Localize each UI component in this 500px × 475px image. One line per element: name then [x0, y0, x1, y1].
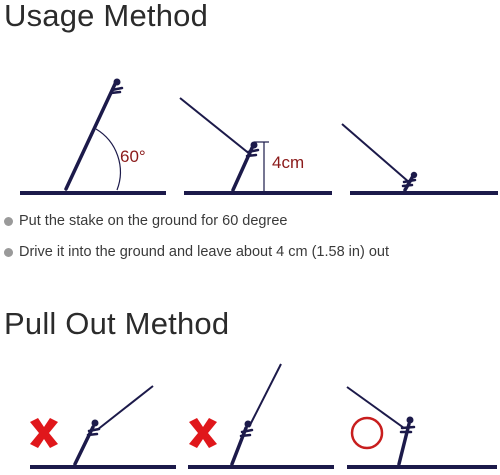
instruction-text: Put the stake on the ground for 60 degre…	[19, 213, 288, 229]
bullet-dot-icon	[4, 247, 13, 257]
stake-shaft	[231, 146, 254, 192]
ground-bar	[188, 465, 334, 469]
stake-shaft	[230, 426, 248, 466]
angle-arc	[95, 128, 121, 191]
stake-hook	[245, 148, 260, 158]
stake-hook	[86, 427, 101, 437]
bullet-dot-icon	[4, 216, 13, 226]
cross-mark-icon	[189, 418, 217, 448]
guy-line	[346, 386, 405, 429]
stake-hook	[250, 141, 258, 149]
stake-shaft	[73, 425, 95, 466]
guy-line	[179, 97, 252, 156]
stake-hook	[239, 428, 254, 438]
stake-shaft	[403, 174, 415, 192]
ground-bar	[20, 191, 166, 195]
stake-shaft	[397, 422, 411, 466]
stake-hook	[406, 416, 414, 424]
angle-label: 60°	[120, 147, 146, 166]
stake-shaft	[64, 82, 117, 191]
stake-hook	[401, 178, 417, 188]
usage-step-3-panel	[341, 123, 498, 195]
pull-out-wrong-panel-1	[30, 385, 176, 469]
height-label: 4cm	[272, 153, 304, 172]
stake-hook	[91, 419, 99, 427]
ground-bar	[184, 191, 332, 195]
usage-method-title: Usage Method	[4, 0, 209, 33]
pull-out-method-diagram	[30, 363, 497, 469]
guy-line	[248, 363, 282, 428]
cross-mark-icon	[30, 418, 58, 448]
pull-out-method-title: Pull Out Method	[4, 306, 230, 341]
pull-out-wrong-panel-2	[188, 363, 334, 469]
usage-step-2-panel: 4cm	[179, 97, 332, 195]
guy-line	[341, 123, 411, 184]
circle-mark-icon	[350, 416, 384, 450]
ground-bar	[347, 465, 497, 469]
instruction-bullet: Put the stake on the ground for 60 degre…	[4, 213, 287, 229]
pull-out-correct-panel	[346, 386, 497, 469]
stake-hook	[109, 86, 124, 95]
guy-line	[96, 385, 154, 431]
ground-bar	[30, 465, 176, 469]
ground-bar	[350, 191, 498, 195]
instruction-text: Drive it into the ground and leave about…	[19, 244, 389, 260]
instruction-bullet: Drive it into the ground and leave about…	[4, 244, 389, 260]
stake-hook	[244, 420, 252, 428]
usage-step-1-panel: 60°	[20, 78, 166, 195]
stake-hook	[410, 171, 418, 179]
stake-hook	[399, 425, 416, 434]
stake-hook	[113, 78, 121, 86]
usage-method-diagram: 60° 4cm	[20, 78, 498, 195]
